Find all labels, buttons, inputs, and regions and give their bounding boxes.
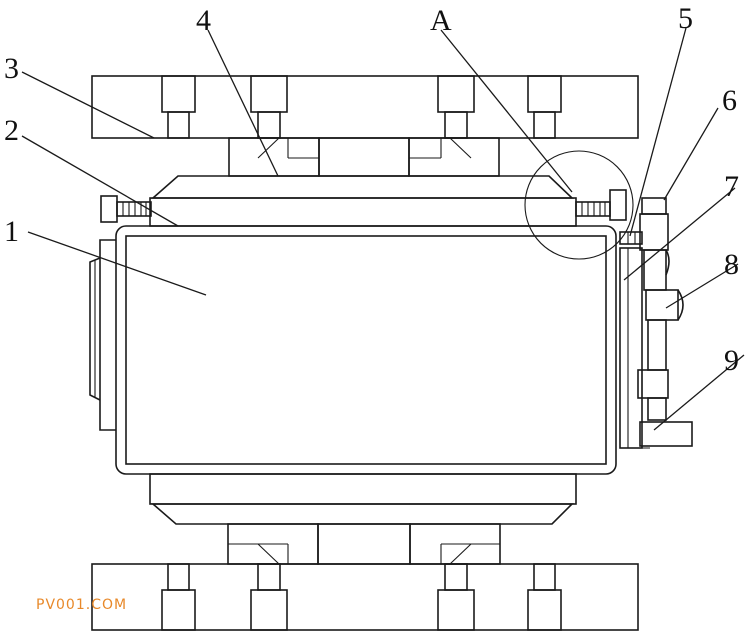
label-4: 4 [196, 4, 211, 37]
label-5: 5 [678, 2, 693, 35]
label-6: 6 [722, 84, 737, 117]
top-cover [149, 175, 577, 227]
main-body [89, 225, 617, 475]
part-labels: 3 2 1 4 A 5 6 7 8 9 [4, 2, 739, 377]
label-a: A [430, 4, 452, 37]
label-3: 3 [4, 52, 19, 85]
label-9: 9 [724, 344, 739, 377]
detail-circle-a [524, 150, 634, 260]
label-2: 2 [4, 114, 19, 147]
left-fastener [100, 195, 152, 223]
bottom-rail [91, 563, 639, 631]
label-7: 7 [724, 170, 739, 203]
right-mechanism [619, 197, 693, 449]
label-8: 8 [724, 248, 739, 281]
bottom-cover [149, 473, 577, 525]
label-1: 1 [4, 215, 19, 248]
leader-lines [21, 27, 745, 431]
lower-clamp-blocks [227, 523, 501, 565]
watermark-text: PV001.COM [36, 597, 128, 613]
top-rail [91, 75, 639, 139]
right-fastener [575, 189, 627, 221]
